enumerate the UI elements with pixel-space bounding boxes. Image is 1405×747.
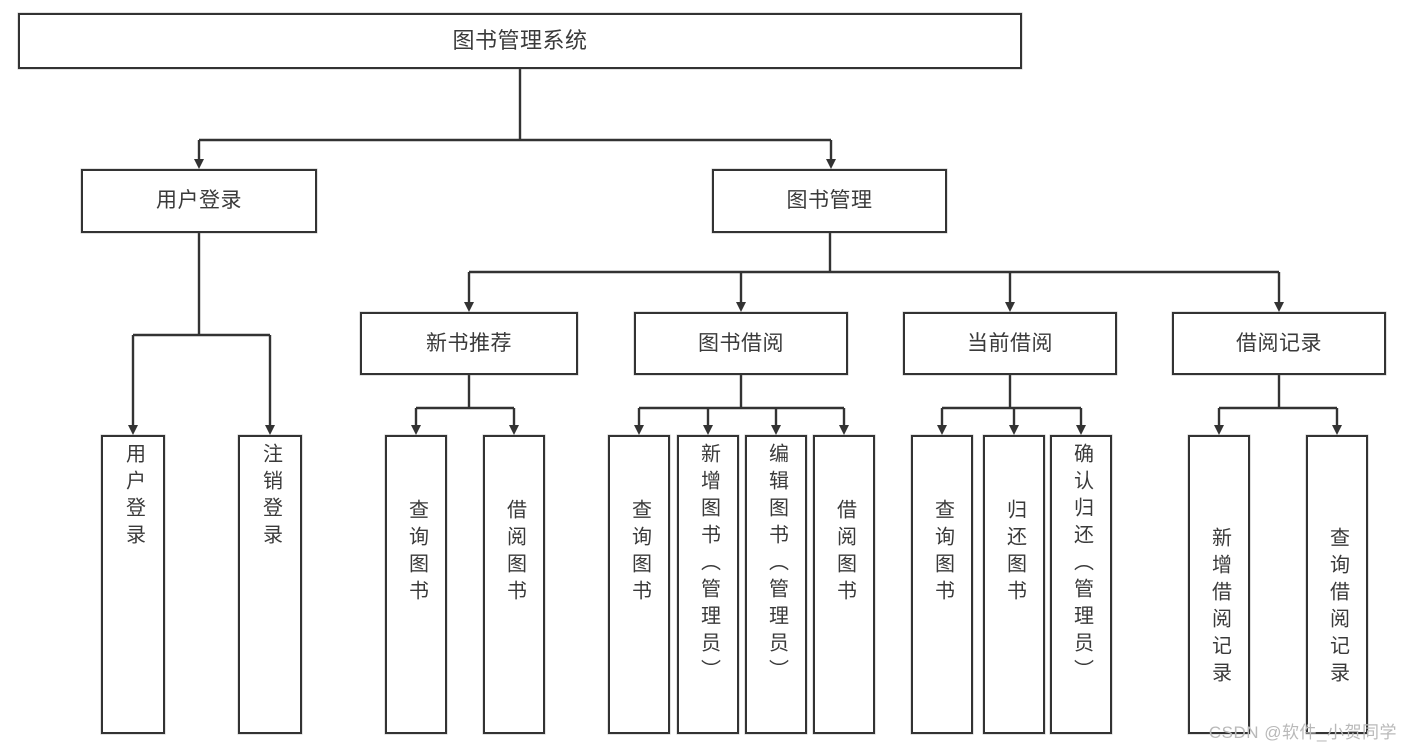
node-leaf-confirm-return-admin[interactable]: 确认归还（管理员） bbox=[1050, 435, 1112, 734]
node-leaf-query-borrow-record-label: 查询借阅记录 bbox=[1326, 527, 1349, 689]
node-leaf-borrow-book-2[interactable]: 借阅图书 bbox=[813, 435, 875, 734]
node-leaf-logout[interactable]: 注销登录 bbox=[238, 435, 302, 734]
node-leaf-query-book-1[interactable]: 查询图书 bbox=[385, 435, 447, 734]
node-user-login[interactable]: 用户登录 bbox=[81, 169, 317, 233]
node-leaf-add-book-admin[interactable]: 新增图书（管理员） bbox=[677, 435, 739, 734]
node-book-management[interactable]: 图书管理 bbox=[712, 169, 947, 233]
node-leaf-query-book-1-label: 查询图书 bbox=[405, 499, 428, 607]
node-leaf-return-book[interactable]: 归还图书 bbox=[983, 435, 1045, 734]
node-leaf-borrow-book-2-label: 借阅图书 bbox=[833, 499, 856, 607]
node-leaf-edit-book-admin-label: 编辑图书（管理员） bbox=[765, 443, 788, 686]
node-leaf-return-book-label: 归还图书 bbox=[1003, 499, 1026, 607]
node-root-label: 图书管理系统 bbox=[452, 27, 588, 53]
node-new-book-recommend[interactable]: 新书推荐 bbox=[360, 312, 578, 375]
node-leaf-query-book-3[interactable]: 查询图书 bbox=[911, 435, 973, 734]
watermark-text: CSDN @软件_小贺同学 bbox=[1208, 723, 1397, 742]
node-leaf-add-borrow-record-label: 新增借阅记录 bbox=[1208, 527, 1231, 689]
node-current-borrow-label: 当前借阅 bbox=[967, 331, 1053, 355]
node-leaf-borrow-book-1[interactable]: 借阅图书 bbox=[483, 435, 545, 734]
node-leaf-add-borrow-record[interactable]: 新增借阅记录 bbox=[1188, 435, 1250, 734]
node-leaf-logout-label: 注销登录 bbox=[259, 443, 282, 551]
node-leaf-confirm-return-admin-label: 确认归还（管理员） bbox=[1070, 443, 1093, 686]
node-leaf-query-book-2[interactable]: 查询图书 bbox=[608, 435, 670, 734]
node-book-borrow[interactable]: 图书借阅 bbox=[634, 312, 848, 375]
node-new-book-recommend-label: 新书推荐 bbox=[426, 331, 512, 355]
node-leaf-query-borrow-record[interactable]: 查询借阅记录 bbox=[1306, 435, 1368, 734]
node-leaf-query-book-2-label: 查询图书 bbox=[628, 499, 651, 607]
node-current-borrow[interactable]: 当前借阅 bbox=[903, 312, 1117, 375]
node-borrow-records-label: 借阅记录 bbox=[1236, 331, 1322, 355]
node-book-borrow-label: 图书借阅 bbox=[698, 331, 784, 355]
node-root[interactable]: 图书管理系统 bbox=[18, 13, 1022, 69]
node-borrow-records[interactable]: 借阅记录 bbox=[1172, 312, 1386, 375]
node-user-login-label: 用户登录 bbox=[156, 189, 242, 213]
node-leaf-query-book-3-label: 查询图书 bbox=[931, 499, 954, 607]
node-leaf-borrow-book-1-label: 借阅图书 bbox=[503, 499, 526, 607]
node-leaf-add-book-admin-label: 新增图书（管理员） bbox=[697, 443, 720, 686]
node-leaf-edit-book-admin[interactable]: 编辑图书（管理员） bbox=[745, 435, 807, 734]
node-book-management-label: 图书管理 bbox=[786, 189, 873, 213]
node-leaf-user-login[interactable]: 用户登录 bbox=[101, 435, 165, 734]
node-leaf-user-login-label: 用户登录 bbox=[122, 443, 145, 551]
